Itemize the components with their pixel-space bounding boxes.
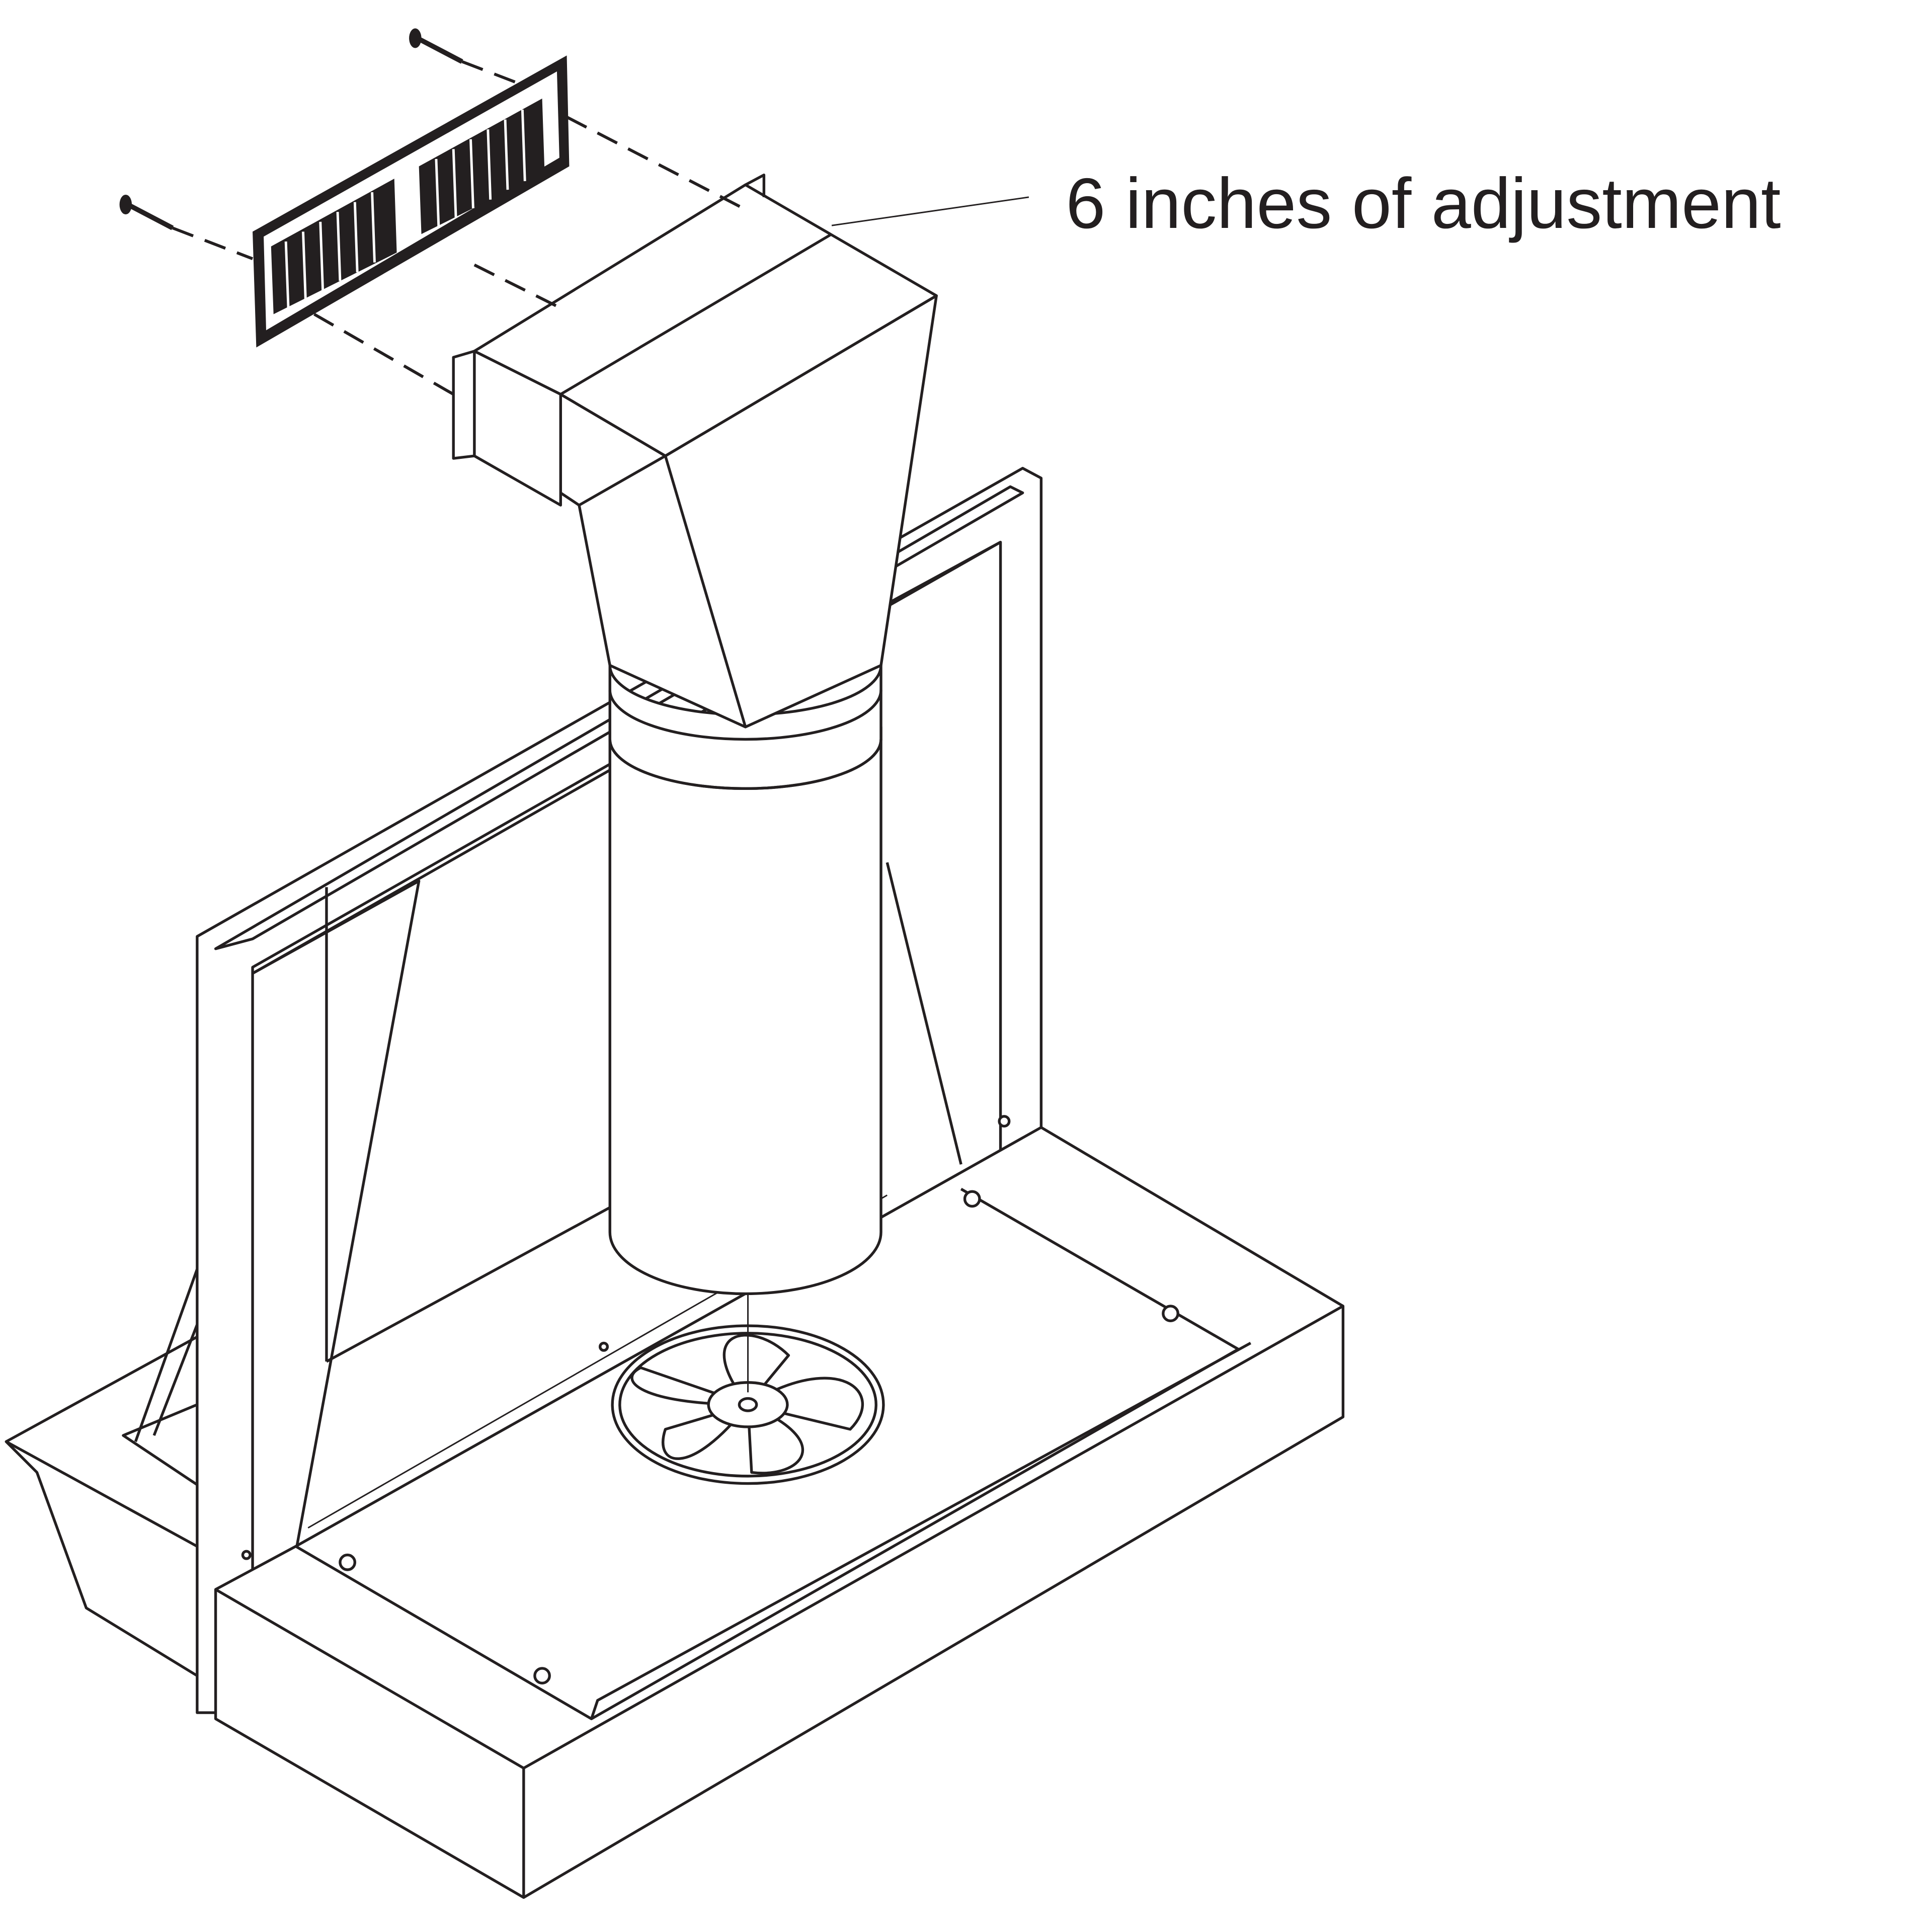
rectangular-duct-transition: [452, 174, 938, 729]
round-duct: [608, 664, 882, 1296]
callout-leader-line: [831, 196, 1029, 226]
blower-fan: [611, 1287, 885, 1485]
callout-label: 6 inches of adjustment: [1066, 164, 1781, 244]
grille-screws: [119, 28, 463, 230]
wall-grille: [253, 55, 570, 348]
mounting-bolts: [241, 1115, 1179, 1684]
